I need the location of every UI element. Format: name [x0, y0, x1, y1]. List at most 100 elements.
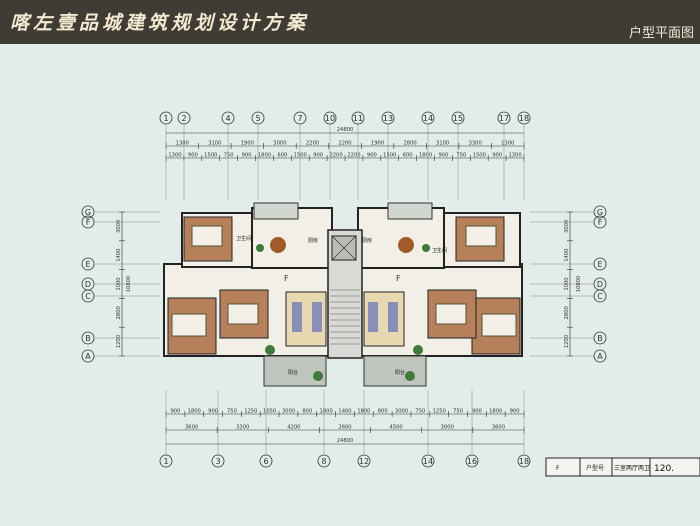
dim-top-row1-label: 3100	[208, 141, 221, 147]
dim-top-row2-label: 1800	[419, 153, 432, 159]
axis-left-F-label: F	[86, 218, 91, 227]
stair-mark-right: F	[396, 274, 401, 283]
dim-top-row2-label: 900	[367, 153, 377, 159]
bedrooms	[167, 216, 521, 355]
dim-top-row2-label: 2200	[347, 153, 360, 159]
dim-bottom-row2-label: 4500	[390, 425, 403, 431]
axis-top-10-label: 10	[325, 114, 335, 123]
dim-bottom-row1-label: 800	[378, 409, 388, 415]
dim-right-label: 1200	[564, 335, 570, 348]
axis-left-D-label: D	[85, 280, 91, 289]
dim-top-row2-label: 900	[438, 153, 448, 159]
dim-bottom-row1-label: 1400	[338, 409, 351, 415]
room-labels: 卫生间 卫生间 厨房 厨房 F F	[236, 235, 447, 283]
dim-bottom-row2-label: 3600	[492, 425, 505, 431]
dim-bottom-row2-label: 3000	[441, 425, 454, 431]
dim-left-label: 2800	[116, 306, 122, 319]
axis-bottom-16-label: 16	[467, 457, 477, 466]
axis-top-7-label: 7	[297, 114, 302, 123]
dim-top-row2-label: 900	[492, 153, 502, 159]
dim-bottom-row1-label: 3000	[282, 409, 295, 415]
axis-bottom-3-label: 3	[215, 457, 220, 466]
axis-top-2-label: 2	[181, 114, 186, 123]
dim-bottom-row1-label: 1050	[263, 409, 276, 415]
info-table: F 户型号 三室两厅两卫 120.	[545, 457, 700, 477]
dim-bottom-row1-label: 800	[302, 409, 312, 415]
dim-bottom-row1-label: 900	[208, 409, 218, 415]
dim-top-row2-label: 1800	[258, 153, 271, 159]
axis-right-E-label: E	[597, 260, 602, 269]
dim-top-row2-label: 600	[277, 153, 287, 159]
dim-top-row2-label: 1300	[168, 153, 181, 159]
dim-top-row1-label: 3000	[273, 141, 286, 147]
axis-right-C-label: C	[597, 292, 603, 301]
dim-top-row2-label: 1500	[473, 153, 486, 159]
dim-bottom-row1-label: 900	[170, 409, 180, 415]
dim-top-total: 24800	[337, 127, 354, 133]
axis-bottom-6-label: 6	[263, 457, 268, 466]
dim-top-row2-label: 600	[403, 153, 413, 159]
balcony-label-right: 阳台	[395, 369, 405, 376]
info-type-code: F	[556, 465, 560, 472]
dim-top-row1-label: 2800	[403, 141, 416, 147]
dim-bottom-row2-label: 2600	[338, 425, 351, 431]
axis-right-F-label: F	[598, 218, 603, 227]
dim-bottom-row1-label: 1800	[188, 409, 201, 415]
dim-top-row2-label: 1300	[508, 153, 521, 159]
kitchen-label-right: 厨房	[362, 237, 372, 244]
dim-bottom-row2-label: 4200	[287, 425, 300, 431]
balconies: 阳台 阳台	[253, 202, 433, 387]
axis-left-B-label: B	[85, 334, 91, 343]
axis-right-A-label: A	[597, 352, 603, 361]
axis-bottom-1-label: 1	[163, 457, 168, 466]
dim-right-label: 2800	[564, 306, 570, 319]
dim-right-label: 1400	[564, 249, 570, 262]
dim-right-label: 3000	[564, 220, 570, 233]
page-title: 喀左壹品城建筑规划设计方案	[10, 12, 310, 34]
dim-bottom-row1-label: 750	[227, 409, 237, 415]
axis-top-11-label: 11	[353, 114, 363, 123]
axis-top-18-label: 18	[519, 114, 529, 123]
dim-top-row2-label: 1500	[383, 153, 396, 159]
info-name: 户型号	[586, 464, 604, 472]
dim-top-row2-label: 1500	[294, 153, 307, 159]
stair-mark-left: F	[284, 274, 289, 283]
axis-top-14-label: 14	[423, 114, 433, 123]
dim-bottom-row1-label: 1800	[320, 409, 333, 415]
dim-top-row1-label: 2200	[306, 141, 319, 147]
dim-top-row2-label: 900	[188, 153, 198, 159]
dim-bottom-row2-label: 3300	[236, 425, 249, 431]
axis-right-D-label: D	[597, 280, 603, 289]
dim-top-row2-label: 2200	[329, 153, 342, 159]
dim-left-label: 1200	[116, 335, 122, 348]
axis-left-A-label: A	[85, 352, 91, 361]
dim-top-row2-label: 750	[456, 153, 466, 159]
kitchen-label-left: 厨房	[308, 237, 318, 244]
dim-bottom-total: 24800	[337, 438, 354, 444]
title-bar: 喀左壹品城建筑规划设计方案 户型平面图	[0, 0, 700, 44]
bath-label-right: 卫生间	[432, 247, 447, 254]
axis-right-G-label: G	[597, 208, 603, 217]
dim-bottom-row1-label: 900	[510, 409, 520, 415]
dim-left-label: 3000	[116, 220, 122, 233]
dim-bottom-row1-label: 1250	[244, 409, 257, 415]
dim-top-row1-label: 3100	[436, 141, 449, 147]
dim-top-row1-label: 1900	[371, 141, 384, 147]
dim-bottom-row1-label: 900	[472, 409, 482, 415]
dim-top-row1-label: 1300	[176, 141, 189, 147]
dim-top-row2-label: 750	[224, 153, 234, 159]
page-subtitle: 户型平面图	[628, 26, 694, 41]
axis-bottom-14-label: 14	[423, 457, 433, 466]
dim-top-row2-label: 1500	[204, 153, 217, 159]
axis-right-B-label: B	[597, 334, 603, 343]
dim-bottom-row1-label: 1250	[433, 409, 446, 415]
axis-bottom-12-label: 12	[359, 457, 369, 466]
dim-bottom-row2-label: 3600	[185, 425, 198, 431]
dim-top-row1-label: 2200	[338, 141, 351, 147]
dim-top-row1-label: 3300	[469, 141, 482, 147]
dim-top-row1-label: 1300	[501, 141, 514, 147]
axis-left-C-label: C	[85, 292, 91, 301]
dim-left-label: 1400	[116, 249, 122, 262]
